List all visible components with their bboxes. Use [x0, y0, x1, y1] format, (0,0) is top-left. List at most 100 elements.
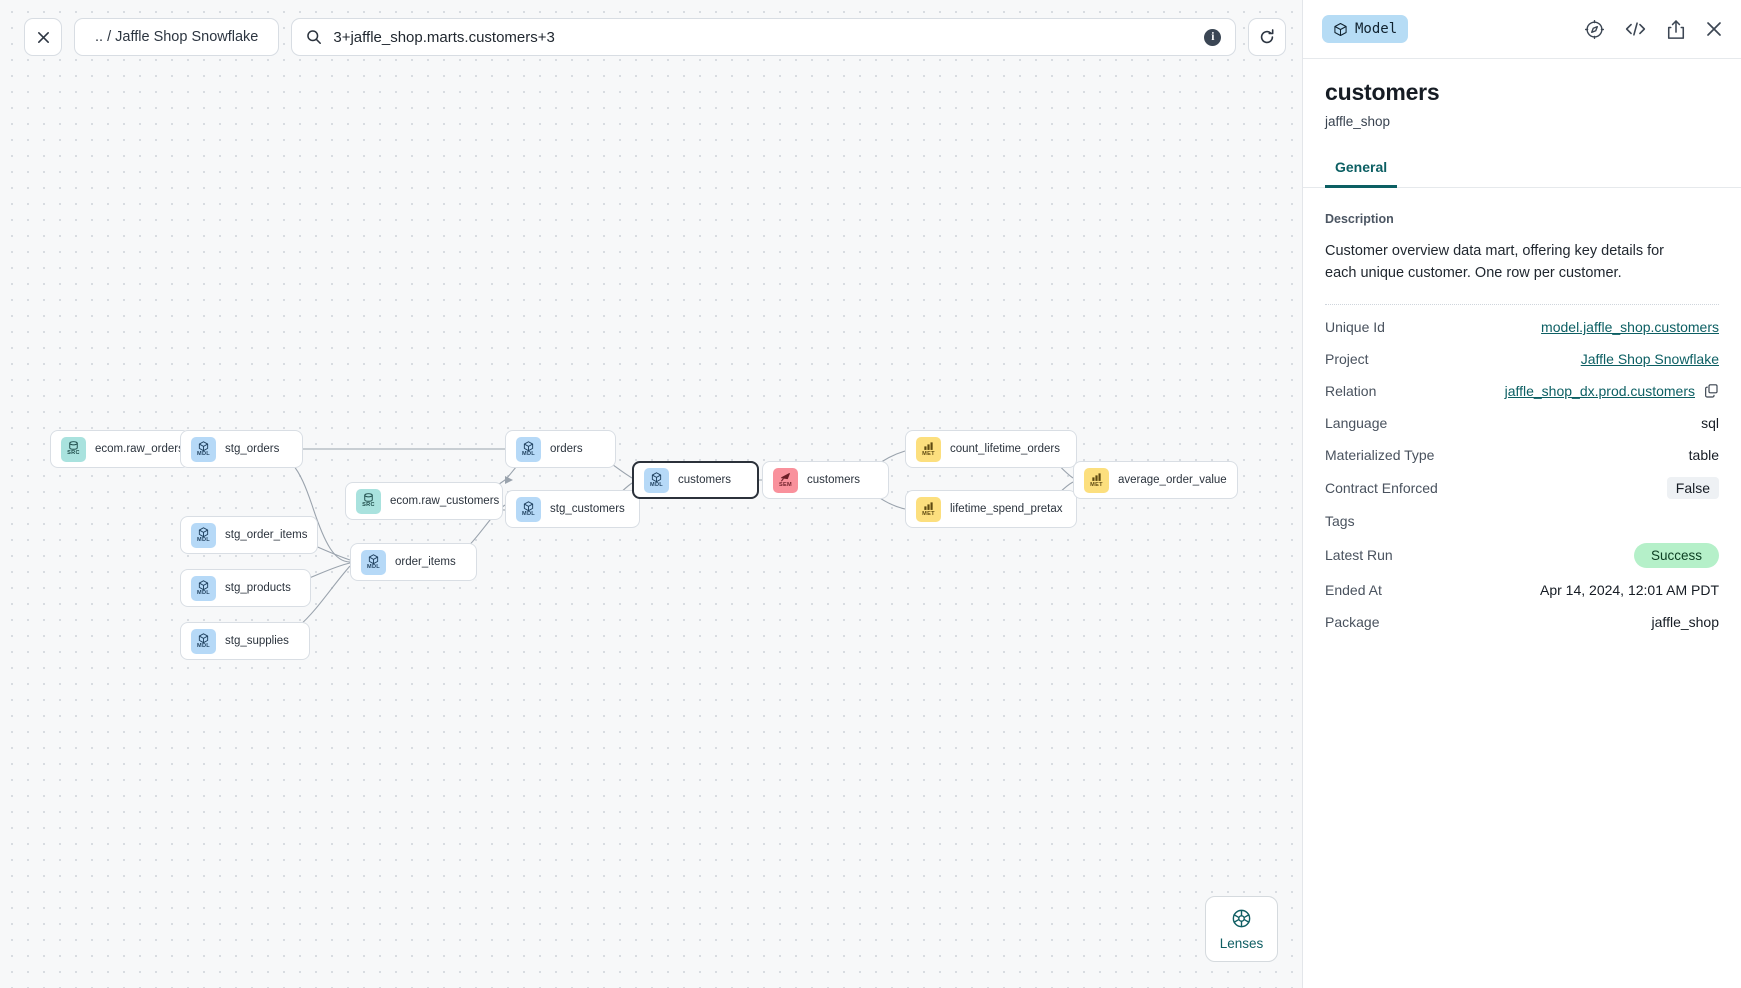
detail-key: Package: [1325, 613, 1380, 630]
graph-node-stg_supplies[interactable]: MDL stg_supplies: [180, 622, 310, 660]
description-label: Description: [1325, 212, 1394, 226]
share-icon: [1667, 19, 1685, 39]
graph-node-label: orders: [550, 443, 583, 455]
graph-node-label: order_items: [395, 556, 456, 568]
graph-node-label: average_order_value: [1118, 474, 1227, 486]
graph-node-order_items[interactable]: MDL order_items: [350, 543, 477, 581]
mdl-badge-icon: MDL: [191, 436, 216, 462]
detail-value-link[interactable]: jaffle_shop_dx.prod.customers: [1504, 382, 1695, 399]
met-badge-icon: MET: [1084, 467, 1109, 493]
detail-value: Apr 14, 2024, 12:01 AM PDT: [1540, 581, 1719, 598]
graph-node-stg_orders[interactable]: MDL stg_orders: [180, 430, 303, 468]
graph-node-label: customers: [807, 474, 861, 486]
src-badge-icon: SRC: [61, 436, 86, 462]
panel-content: Description Customer overview data mart,…: [1303, 188, 1741, 988]
mdl-badge-icon: MDL: [516, 496, 541, 522]
resource-type-label: Model: [1355, 21, 1398, 37]
detail-key: Contract Enforced: [1325, 479, 1438, 496]
mdl-badge-icon: MDL: [191, 522, 216, 548]
graph-node-label: ecom.raw_customers: [390, 495, 500, 507]
graph-node-stg_order_items[interactable]: MDL stg_order_items: [180, 516, 318, 554]
panel-tabs: General: [1303, 159, 1741, 188]
close-graph-button[interactable]: [24, 18, 62, 56]
refresh-icon: [1261, 29, 1274, 44]
detail-key: Language: [1325, 414, 1388, 431]
graph-node-ecom_raw_orders[interactable]: SRC ecom.raw_orders: [50, 430, 190, 468]
close-panel-button[interactable]: [1705, 20, 1723, 38]
mdl-badge-icon: MDL: [644, 467, 669, 493]
copy-icon[interactable]: [1704, 383, 1719, 399]
description-text: Customer overview data mart, offering ke…: [1325, 243, 1665, 282]
graph-node-label: customers: [678, 474, 732, 486]
code-button[interactable]: [1624, 19, 1647, 39]
panel-toolbar: Model: [1303, 0, 1741, 59]
share-button[interactable]: [1666, 19, 1686, 40]
detail-row: Tags: [1325, 505, 1719, 537]
detail-key: Project: [1325, 350, 1369, 367]
panel-header: customers jaffle_shop: [1303, 59, 1741, 129]
graph-node-stg_customers[interactable]: MDL stg_customers: [505, 490, 640, 528]
detail-row: Relation jaffle_shop_dx.prod.customers: [1325, 375, 1719, 407]
detail-key: Materialized Type: [1325, 446, 1435, 463]
page-subtitle: jaffle_shop: [1325, 114, 1391, 129]
detail-key: Tags: [1325, 512, 1355, 529]
code-icon: [1625, 22, 1646, 36]
aperture-icon: [1232, 909, 1251, 927]
graph-node-average_order_value[interactable]: MET average_order_value: [1073, 461, 1238, 499]
detail-key: Ended At: [1325, 581, 1382, 598]
page-title: customers: [1325, 79, 1440, 105]
detail-key: Latest Run: [1325, 547, 1393, 564]
tab-general[interactable]: General: [1325, 159, 1398, 188]
mdl-badge-icon: MDL: [191, 628, 216, 654]
detail-row: Materialized Type table: [1325, 439, 1719, 471]
search-input[interactable]: 3+jaffle_shop.marts.customers+3 i: [291, 18, 1237, 56]
breadcrumb[interactable]: .. / Jaffle Shop Snowflake: [74, 18, 280, 56]
detail-key: Unique Id: [1325, 318, 1385, 335]
compass-button[interactable]: [1584, 19, 1605, 40]
graph-node-customers_model[interactable]: MDL customers: [632, 461, 759, 499]
details-panel: Model: [1302, 0, 1741, 988]
canvas-toolbar: .. / Jaffle Shop Snowflake 3+jaffle_shop…: [24, 18, 1287, 56]
detail-key: Relation: [1325, 382, 1377, 399]
detail-value: jaffle_shop: [1651, 613, 1719, 630]
status-badge: Success: [1633, 542, 1719, 568]
detail-row: Unique Id model.jaffle_shop.customers: [1325, 311, 1719, 343]
detail-row: Project Jaffle Shop Snowflake: [1325, 343, 1719, 375]
mdl-badge-icon: MDL: [361, 549, 386, 575]
graph-node-label: lifetime_spend_pretax: [950, 503, 1063, 515]
info-icon[interactable]: i: [1204, 28, 1222, 46]
lenses-label: Lenses: [1219, 935, 1264, 951]
graph-node-label: ecom.raw_orders: [95, 443, 184, 455]
detail-value: sql: [1701, 414, 1719, 431]
search-icon: [307, 30, 322, 44]
graph-node-label: stg_supplies: [225, 635, 289, 647]
detail-value: table: [1688, 446, 1719, 463]
graph-node-label: stg_orders: [225, 443, 280, 455]
graph-node-label: stg_order_items: [225, 529, 308, 541]
detail-row: Ended At Apr 14, 2024, 12:01 AM PDT: [1325, 574, 1719, 606]
lenses-button[interactable]: Lenses: [1205, 896, 1278, 962]
panel-action-icons: [1584, 19, 1723, 40]
resource-type-badge[interactable]: Model: [1322, 15, 1409, 43]
met-badge-icon: MET: [916, 436, 941, 462]
detail-value-group: jaffle_shop_dx.prod.customers: [1505, 383, 1719, 399]
detail-row: Package jaffle_shop: [1325, 606, 1719, 638]
detail-value-link[interactable]: Jaffle Shop Snowflake: [1580, 350, 1719, 367]
detail-row: Language sql: [1325, 407, 1719, 439]
detail-value-link[interactable]: model.jaffle_shop.customers: [1541, 318, 1719, 335]
close-icon: [1707, 22, 1721, 36]
graph-node-label: stg_customers: [550, 503, 625, 515]
close-icon: [37, 31, 49, 43]
mdl-badge-icon: MDL: [191, 575, 216, 601]
refresh-button[interactable]: [1248, 18, 1287, 56]
